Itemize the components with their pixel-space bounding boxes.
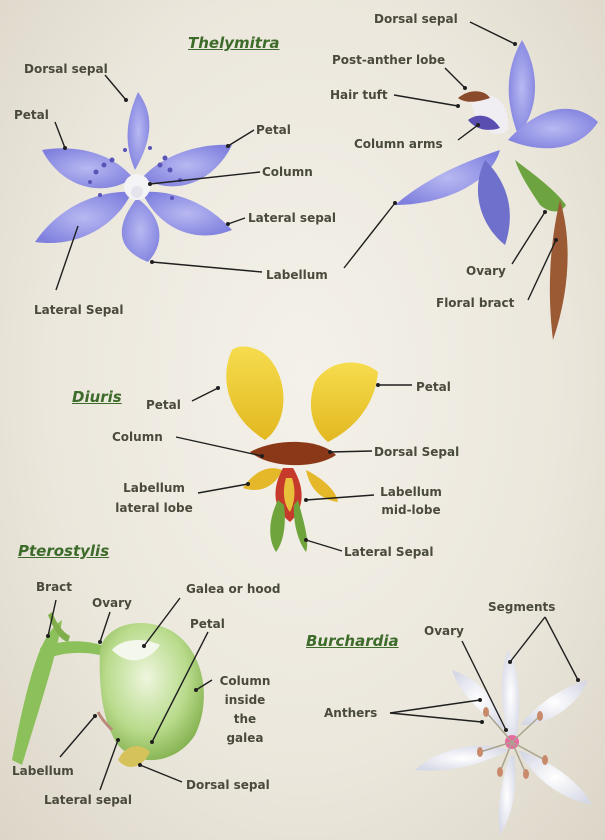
label-labellum: Labellum [266,268,328,282]
label-lateral-sepal: Lateral sepal [44,793,132,807]
title-diuris: Diuris [72,388,122,406]
label-labellum: Labellum [12,764,74,778]
label-hair-tuft: Hair tuft [330,88,388,102]
diuris-flower [226,346,378,552]
label-column: Column [112,430,163,444]
label-column: Column [262,165,313,179]
label-ovary: Ovary [466,264,506,278]
label-floral-bract: Floral bract [436,296,514,310]
title-pterostylis: Pterostylis [18,542,109,560]
label-ovary: Ovary [92,596,132,610]
title-burchardia: Burchardia [306,632,399,650]
label-labellum-mid-lobe: Labellum mid-lobe [374,483,448,519]
label-labellum-lateral-lobe: Labellum lateral lobe [110,478,198,518]
label-lateral-sepal: Lateral Sepal [344,545,434,559]
title-thelymitra: Thelymitra [188,34,279,52]
label-dorsal-sepal: Dorsal sepal [186,778,270,792]
label-bract: Bract [36,580,72,594]
thelymitra-front-flower [35,92,232,262]
label-lateral-sepal: Lateral Sepal [34,303,124,317]
label-petal: Petal [256,123,291,137]
label-galea: Galea or hood [186,582,280,596]
label-ovary: Ovary [424,624,464,638]
label-dorsal-sepal: Dorsal sepal [374,12,458,26]
label-petal: Petal [146,398,181,412]
label-lateral-sepal: Lateral sepal [248,211,336,225]
label-dorsal-sepal: Dorsal sepal [24,62,108,76]
label-column-arms: Column arms [354,137,443,151]
label-post-anther-lobe: Post-anther lobe [332,53,445,67]
label-petal: Petal [14,108,49,122]
burchardia-flower [415,650,592,835]
label-petal: Petal [190,617,225,631]
label-dorsal-sepal: Dorsal Sepal [374,445,459,459]
label-segments: Segments [488,600,555,614]
pterostylis-flower [12,612,204,767]
label-column-inside-galea: Column inside the galea [212,672,278,748]
thelymitra-side-flower [395,40,598,340]
label-anthers: Anthers [324,706,377,720]
label-petal: Petal [416,380,451,394]
